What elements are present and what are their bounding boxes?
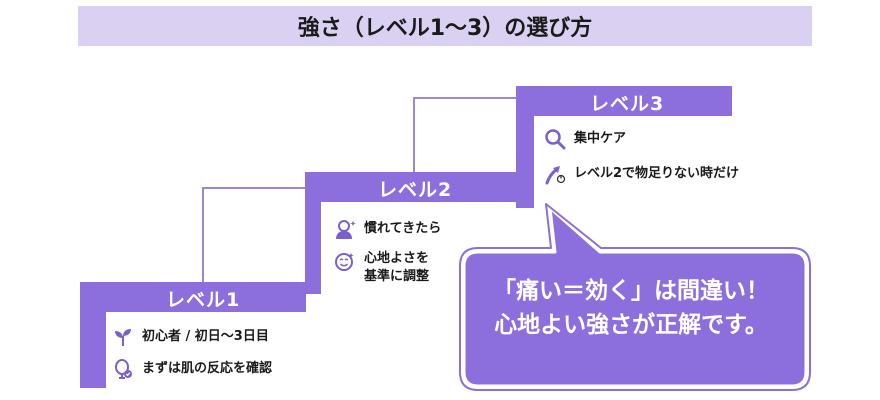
smile-face-icon <box>335 253 354 271</box>
speech-bubble-border <box>459 203 811 391</box>
callout-message: 「痛い＝効く」は間違い！ 心地よい強さが正解です。 <box>462 274 800 342</box>
level-2-item-2-text: 心地よさを <box>364 251 430 266</box>
step-outline-2 <box>413 97 517 172</box>
level-3-item-2: レベル2で物足りない時だけ <box>544 163 739 185</box>
level-2-item-2: 心地よさを 基準に調整 <box>334 250 429 286</box>
callout-line-1: 「痛い＝効く」は間違い！ <box>493 278 769 304</box>
level-2-label: レベル2 <box>378 179 453 201</box>
page-title-text: 強さ（レベル1〜3）の選び方 <box>297 16 593 41</box>
level-3-riser <box>516 86 534 208</box>
level-3-item-2-text: レベル2で物足りない時だけ <box>574 166 740 181</box>
sprout-icon <box>115 329 131 346</box>
level-2-item-2-text2: 基準に調整 <box>364 269 430 284</box>
level-3-label: レベル3 <box>590 93 665 115</box>
level-3-bar <box>516 86 732 116</box>
person-icon <box>336 220 356 239</box>
level-3-item-1-text: 集中ケア <box>574 131 627 146</box>
level-3-item-1: 集中ケア <box>544 128 626 150</box>
speech-bubble <box>462 206 808 388</box>
step-outline-1 <box>202 187 305 282</box>
level-1-riser <box>80 282 106 388</box>
magnifier-icon <box>545 129 566 150</box>
level-2-item-1-text: 慣れてきたら <box>364 221 442 236</box>
level-2-riser <box>305 172 321 294</box>
level-2-item-2-text-block: 心地よさを 基準に調整 <box>364 250 429 286</box>
level-1-bar <box>80 282 306 312</box>
level-1-item-2-text: まずは肌の反応を確認 <box>142 361 273 376</box>
arrow-up-icon <box>545 166 566 185</box>
level-2-item-1: 慣れてきたら <box>334 218 441 240</box>
page-title: 強さ（レベル1〜3）の選び方 <box>78 6 812 46</box>
level-1-label: レベル1 <box>166 289 241 311</box>
level-2-bar <box>305 172 521 202</box>
callout-line-2: 心地よい強さが正解です。 <box>494 312 768 338</box>
mirror-icon <box>115 359 132 379</box>
level-1-item-1: 初心者 / 初日〜3日目 <box>112 326 269 348</box>
level-1-item-2: まずは肌の反応を確認 <box>112 358 272 380</box>
level-1-item-1-text: 初心者 / 初日〜3日目 <box>142 329 269 344</box>
